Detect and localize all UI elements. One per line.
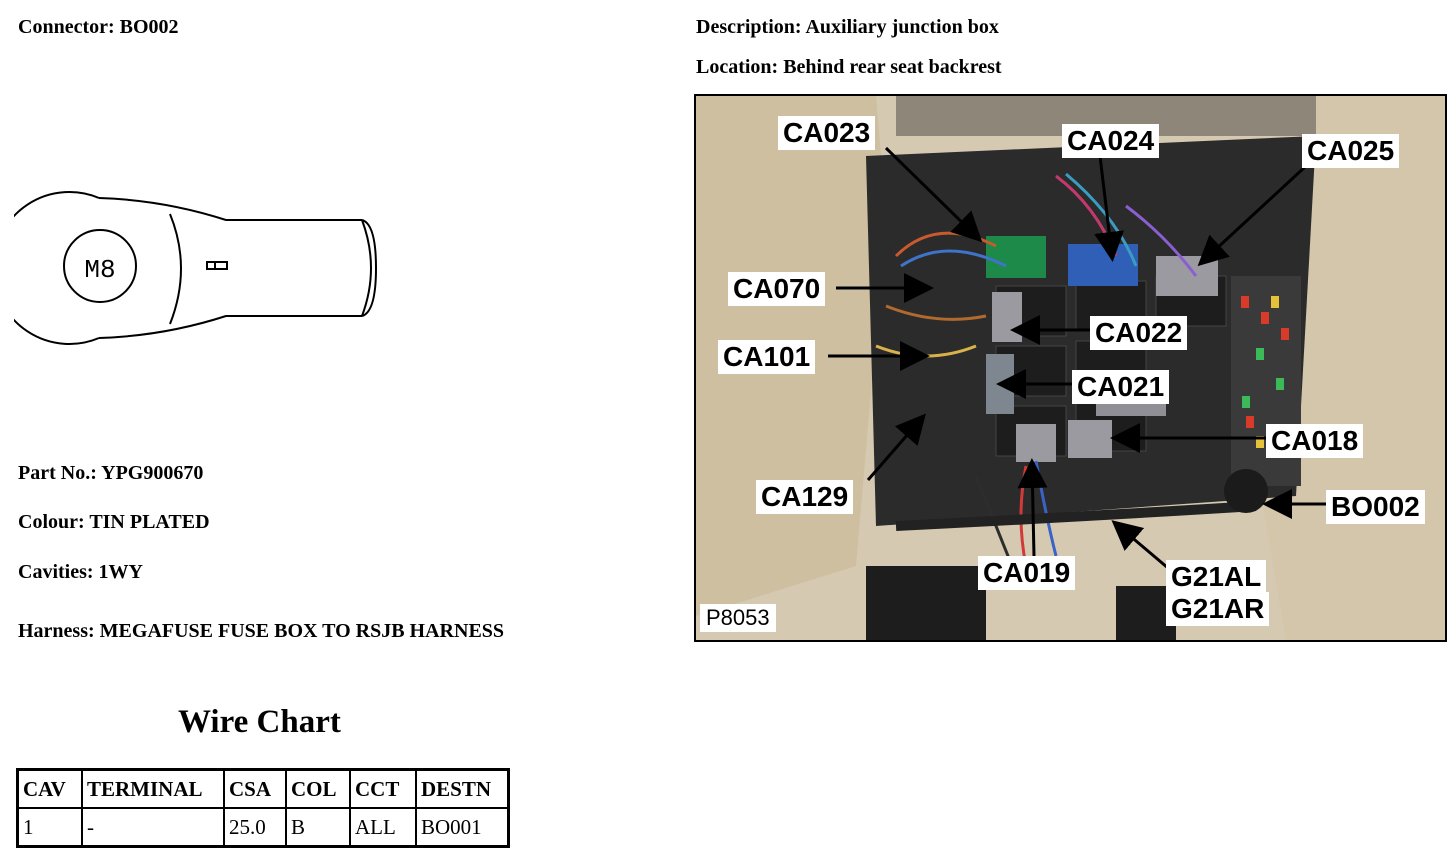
header-destn: DESTN (415, 768, 510, 809)
callout-ca019: CA019 (978, 556, 1076, 590)
colour-line: Colour: TIN PLATED (18, 511, 210, 534)
callout-g21ar: G21AR (1166, 592, 1270, 626)
harness-line: Harness: MEGAFUSE FUSE BOX TO RSJB HARNE… (18, 620, 504, 643)
connector-line: Connector: BO002 (18, 16, 179, 39)
photo-id: P8053 (700, 604, 776, 632)
cell-col: B (285, 807, 351, 848)
cavities-label: Cavities: (18, 561, 94, 583)
callout-ca070: CA070 (728, 272, 826, 306)
connector-value: BO002 (119, 16, 179, 38)
wire-chart-header-row: CAV TERMINAL CSA COL CCT DESTN (16, 768, 510, 809)
callout-ca018: CA018 (1266, 424, 1364, 458)
location-line: Location: Behind rear seat backrest (696, 56, 1002, 79)
description-value: Auxiliary junction box (805, 16, 999, 38)
location-label: Location: (696, 56, 779, 78)
callout-g21al: G21AL (1166, 560, 1267, 594)
description-line: Description: Auxiliary junction box (696, 16, 999, 39)
cavities-value: 1WY (98, 561, 143, 583)
stud-size-label: M8 (84, 255, 115, 285)
location-value: Behind rear seat backrest (783, 56, 1002, 78)
cavities-line: Cavities: 1WY (18, 561, 143, 584)
callout-ca101: CA101 (718, 340, 816, 374)
header-csa: CSA (223, 768, 287, 809)
description-label: Description: (696, 16, 802, 38)
header-col: COL (285, 768, 351, 809)
callout-bo002: BO002 (1326, 490, 1425, 524)
part-no-value: YPG900670 (101, 462, 204, 484)
table-row: 1 - 25.0 B ALL BO001 (16, 807, 510, 848)
callout-ca022: CA022 (1090, 316, 1188, 350)
wire-chart-table: CAV TERMINAL CSA COL CCT DESTN 1 - 25.0 … (16, 768, 510, 848)
callout-ca023: CA023 (778, 116, 876, 150)
callout-ca025: CA025 (1302, 134, 1400, 168)
harness-label: Harness: (18, 620, 95, 642)
wire-chart-title: Wire Chart (178, 704, 341, 740)
connector-label: Connector: (18, 16, 115, 38)
cell-cct: ALL (349, 807, 417, 848)
header-terminal: TERMINAL (81, 768, 225, 809)
cell-destn: BO001 (415, 807, 510, 848)
header-cav: CAV (16, 768, 83, 809)
callout-ca024: CA024 (1062, 124, 1160, 158)
junction-box-photo: CA023 CA024 CA025 CA070 CA022 CA101 CA02… (694, 94, 1447, 642)
callout-ca129: CA129 (756, 480, 854, 514)
callout-ca021: CA021 (1072, 370, 1170, 404)
colour-value: TIN PLATED (89, 511, 210, 533)
part-no-label: Part No.: (18, 462, 97, 484)
colour-label: Colour: (18, 511, 85, 533)
cell-csa: 25.0 (223, 807, 287, 848)
cell-terminal: - (81, 807, 225, 848)
header-cct: CCT (349, 768, 417, 809)
harness-value: MEGAFUSE FUSE BOX TO RSJB HARNESS (99, 620, 505, 642)
cell-cav: 1 (16, 807, 83, 848)
part-no-line: Part No.: YPG900670 (18, 462, 203, 485)
ring-terminal-drawing: M8 (14, 191, 378, 345)
